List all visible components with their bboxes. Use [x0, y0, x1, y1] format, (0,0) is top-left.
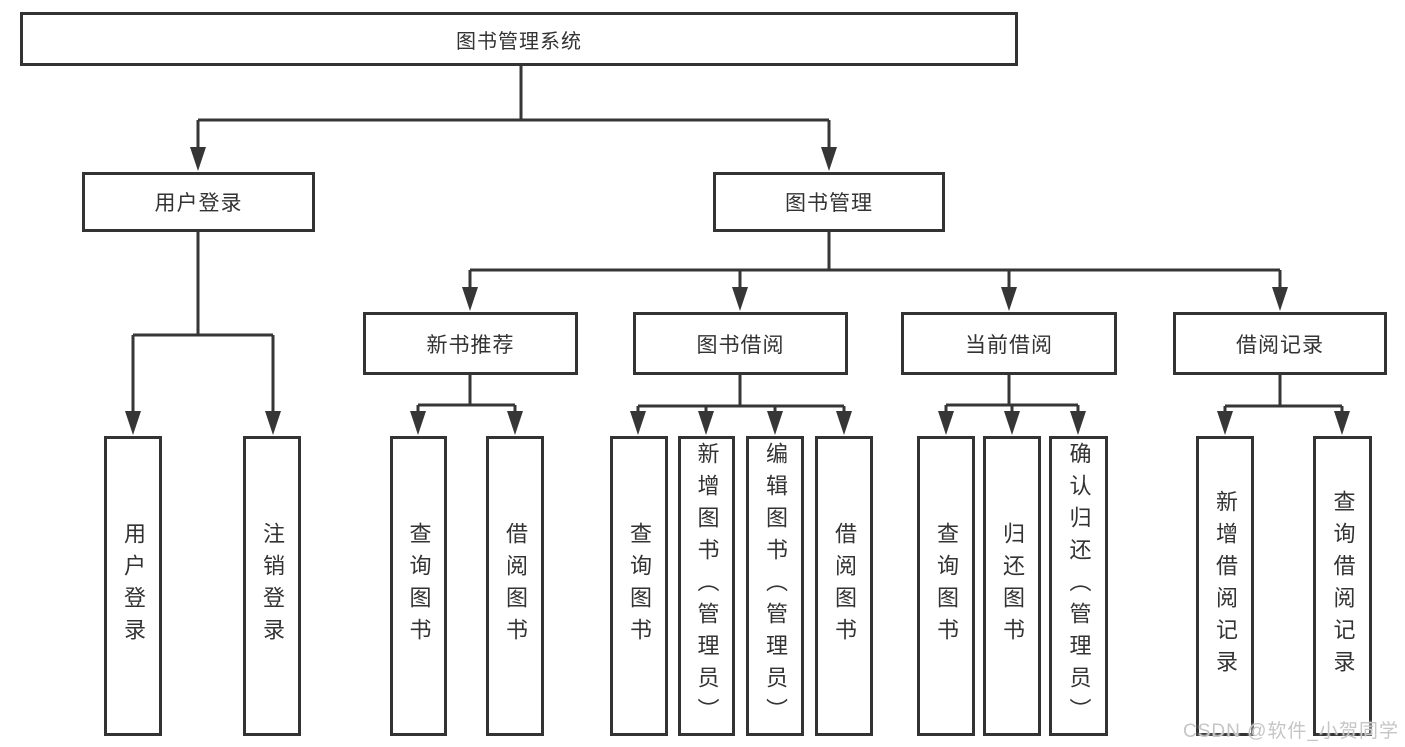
- leaf-query-books-borrow: 查询图书: [610, 436, 668, 736]
- leaf-borrow-books-recommend: 借阅图书: [486, 436, 544, 736]
- node-user-login: 用户登录: [82, 172, 315, 232]
- leaf-return-book: 归还图书: [983, 436, 1041, 736]
- leaf-user-login: 用户登录: [104, 436, 162, 736]
- node-borrow-records: 借阅记录: [1173, 312, 1387, 375]
- leaf-logout: 注销登录: [243, 436, 301, 736]
- leaf-borrow-books: 借阅图书: [815, 436, 873, 736]
- node-book-borrow: 图书借阅: [633, 312, 848, 375]
- leaf-confirm-return-admin: 确认归还（管理员）: [1049, 436, 1108, 736]
- node-new-book-recommend: 新书推荐: [363, 312, 578, 375]
- leaf-query-borrow-record: 查询借阅记录: [1313, 436, 1372, 736]
- node-library-management-system: 图书管理系统: [20, 12, 1018, 66]
- arrowheads: [125, 147, 1350, 435]
- leaf-add-book-admin: 新增图书（管理员）: [678, 436, 735, 736]
- leaf-add-borrow-record: 新增借阅记录: [1196, 436, 1254, 736]
- node-book-management: 图书管理: [713, 172, 945, 232]
- leaf-edit-book-admin: 编辑图书（管理员）: [746, 436, 804, 736]
- node-current-borrow: 当前借阅: [901, 312, 1117, 375]
- watermark: CSDN @软件_小贺同学: [1183, 721, 1399, 742]
- leaf-query-books-current: 查询图书: [917, 436, 975, 736]
- leaf-query-books-recommend: 查询图书: [390, 436, 447, 736]
